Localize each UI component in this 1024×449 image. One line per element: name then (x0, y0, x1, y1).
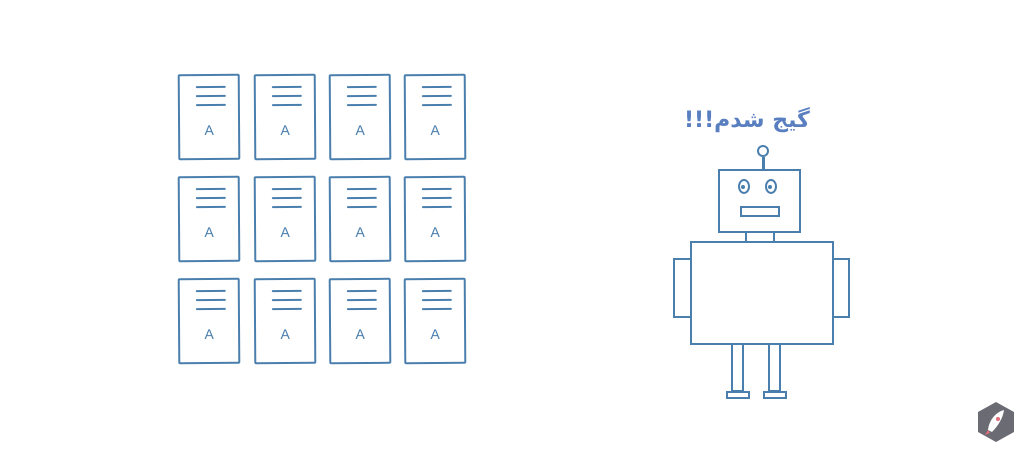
robot-head (718, 169, 801, 233)
document-letter: A (280, 121, 290, 139)
text-lines-icon (346, 187, 377, 215)
text-lines-icon (346, 85, 377, 113)
document-letter: A (430, 325, 440, 343)
document-page: A (328, 277, 392, 365)
watermark-logo (974, 400, 1018, 444)
robot-left-leg (731, 343, 744, 392)
text-lines-icon (346, 289, 377, 317)
document-page: A (177, 175, 241, 263)
robot-right-foot (763, 391, 787, 399)
document-page: A (403, 277, 467, 365)
robot-right-leg (768, 343, 781, 392)
document-letter: A (280, 325, 290, 343)
document-page: A (253, 73, 317, 161)
document-page: A (177, 277, 241, 365)
document-letter: A (204, 223, 214, 241)
text-lines-icon (271, 187, 302, 215)
document-page: A (328, 175, 392, 263)
robot-antenna-ball (757, 145, 769, 157)
robot-speech-text: گیج شدم!!! (684, 108, 810, 133)
robot-left-eye (738, 179, 750, 194)
text-lines-icon (195, 289, 226, 317)
document-letter: A (204, 325, 214, 343)
document-letter: A (430, 223, 440, 241)
document-letter: A (204, 121, 214, 139)
robot-antenna-stem (762, 157, 765, 170)
text-lines-icon (195, 187, 226, 215)
document-letter: A (355, 223, 365, 241)
document-page: A (253, 277, 317, 365)
text-lines-icon (421, 85, 452, 113)
document-page: A (177, 73, 241, 161)
document-page: A (253, 175, 317, 263)
rocket-hexagon-icon (978, 402, 1014, 442)
text-lines-icon (271, 85, 302, 113)
text-lines-icon (271, 289, 302, 317)
text-lines-icon (195, 85, 226, 113)
robot-body (690, 241, 834, 345)
robot-right-eye (765, 179, 777, 194)
document-letter: A (355, 325, 365, 343)
text-lines-icon (421, 187, 452, 215)
text-lines-icon (421, 289, 452, 317)
document-grid: A A A A A A A A A A A A (177, 73, 474, 368)
document-letter: A (355, 121, 365, 139)
document-page: A (403, 73, 467, 161)
document-page: A (328, 73, 392, 161)
robot-mouth (740, 206, 780, 217)
document-page: A (403, 175, 467, 263)
robot-left-foot (726, 391, 750, 399)
document-letter: A (280, 223, 290, 241)
document-letter: A (430, 121, 440, 139)
